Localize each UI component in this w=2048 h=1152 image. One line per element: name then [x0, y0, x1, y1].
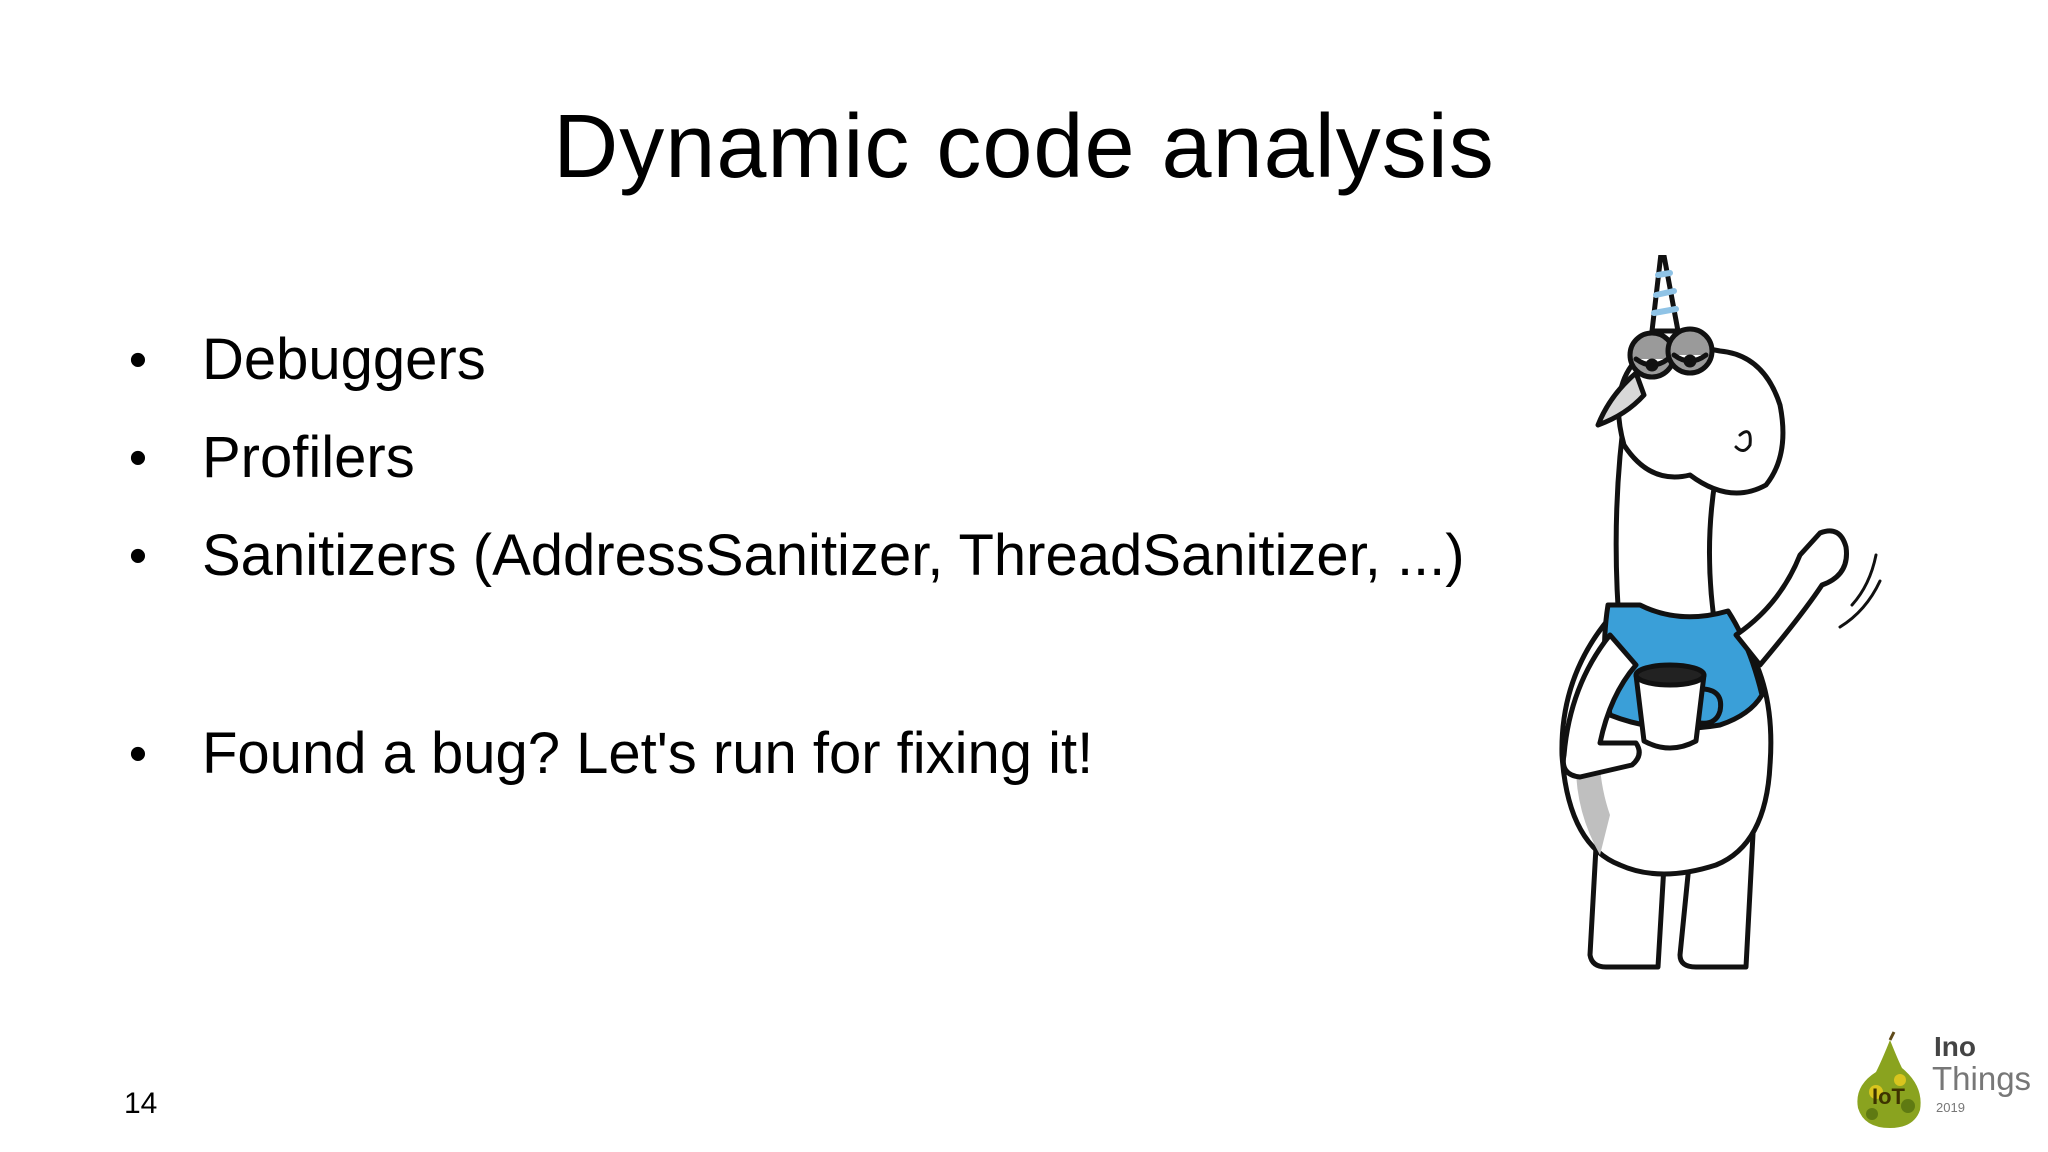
bullet-text: Debuggers: [202, 327, 486, 392]
logo-year: 2019: [1936, 1100, 1965, 1115]
bullet-marker: •: [128, 527, 148, 585]
slide-title: Dynamic code analysis: [553, 97, 1495, 197]
page-number: 14: [124, 1087, 158, 1120]
bullet-text: Profilers: [202, 425, 415, 490]
bullet-text: Found a bug? Let's run for fixing it!: [202, 721, 1094, 786]
inothings-logo: IoT Ino Things 2019: [1850, 1030, 2031, 1130]
bullet-text: Sanitizers (AddressSanitizer, ThreadSani…: [202, 523, 1465, 588]
bullet-marker: •: [128, 331, 148, 389]
unicorn-mascot-icon: [1559, 255, 1882, 970]
bullet-marker: •: [128, 429, 148, 487]
pear-logo-icon: [1857, 1031, 1921, 1128]
bullet-marker: •: [128, 725, 148, 783]
logo-brand-top: Ino: [1934, 1031, 1976, 1062]
logo-brand-bottom: Things: [1932, 1060, 2032, 1097]
logo-badge: IoT: [1872, 1084, 1905, 1109]
